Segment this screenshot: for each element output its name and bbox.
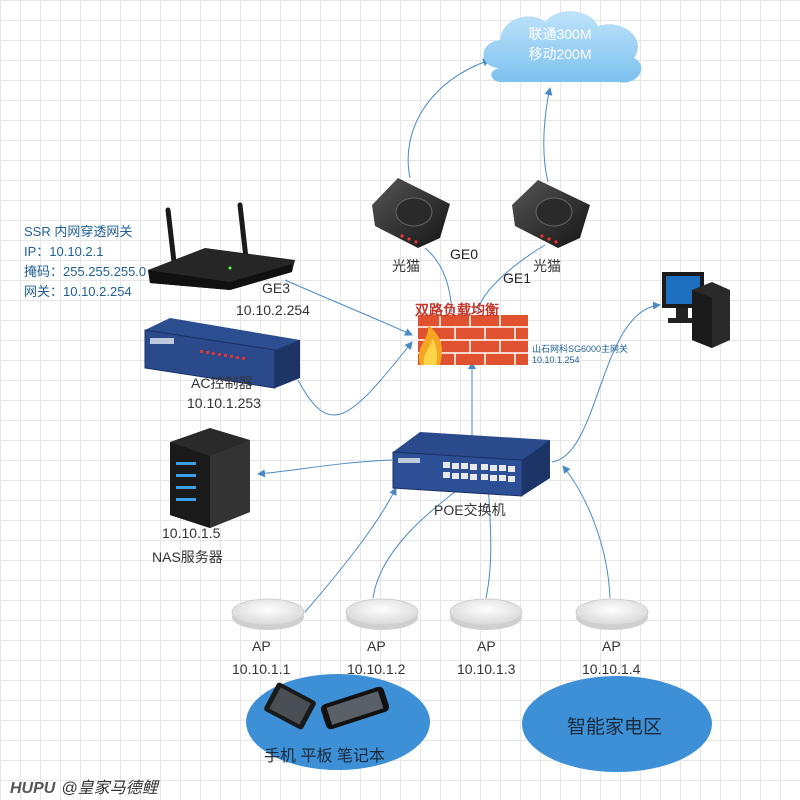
connection-lines bbox=[257, 58, 661, 613]
ap-2-label: AP bbox=[367, 638, 386, 654]
isp-mobile-label: 移动200M bbox=[528, 46, 592, 62]
ap-2-ip: 10.10.1.2 bbox=[347, 661, 406, 677]
watermark-brand: HUPU bbox=[10, 780, 56, 797]
router-ip: IP：10.10.2.1 bbox=[24, 244, 104, 259]
switch-name: POE交换机 bbox=[434, 502, 506, 518]
link-modem1-cloud bbox=[407, 58, 491, 179]
router-mask: 掩码：255.255.255.0 bbox=[24, 264, 147, 279]
port-ge3-label: GE3 bbox=[262, 280, 291, 296]
firewall-ip: 10.10.1.254 bbox=[532, 355, 580, 365]
firewall-name: 山石网科SG6000主网关 bbox=[532, 344, 629, 354]
link-router-fw bbox=[284, 279, 413, 336]
port-ge1-label: GE1 bbox=[503, 270, 532, 286]
ap-4-label: AP bbox=[602, 638, 621, 654]
link-ap3-switch bbox=[484, 479, 493, 599]
ap-1-icon bbox=[231, 598, 305, 630]
ap-1-ip: 10.10.1.1 bbox=[232, 661, 291, 677]
ap-3-icon bbox=[449, 598, 523, 630]
smart-home-label: 智能家电区 bbox=[567, 717, 663, 738]
tablet-icon bbox=[264, 682, 316, 730]
ap-1-label: AP bbox=[252, 638, 271, 654]
ac-ip: 10.10.1.253 bbox=[187, 395, 261, 411]
link-fw-ge1-modem2 bbox=[477, 244, 546, 313]
internet-cloud bbox=[483, 11, 642, 83]
ac-controller-icon bbox=[144, 318, 300, 389]
ac-name: AC控制器 bbox=[191, 375, 253, 391]
port-ge0-label: GE0 bbox=[450, 246, 479, 262]
ap-2-icon bbox=[345, 598, 419, 630]
optical-modem-1-icon bbox=[372, 178, 450, 248]
watermark: HUPU @皇家马德鲤 bbox=[10, 774, 158, 798]
wifi-router-icon bbox=[148, 202, 295, 290]
poe-switch-icon bbox=[392, 432, 550, 497]
modem-2-label: 光猫 bbox=[533, 258, 561, 274]
link-modem2-cloud bbox=[543, 87, 553, 183]
optical-modem-2-icon bbox=[512, 180, 590, 248]
router-ge3-ip: 10.10.2.254 bbox=[236, 302, 310, 318]
link-ap4-switch bbox=[562, 465, 611, 599]
clients-label: 手机 平板 笔记本 bbox=[264, 748, 385, 765]
nas-name: NAS服务器 bbox=[152, 549, 223, 565]
nas-ip: 10.10.1.5 bbox=[162, 525, 221, 541]
watermark-user: @皇家马德鲤 bbox=[61, 780, 158, 797]
desktop-pc-icon bbox=[662, 272, 730, 348]
smart-home-oval bbox=[522, 676, 712, 772]
ap-4-icon bbox=[575, 598, 649, 630]
modem-1-label: 光猫 bbox=[392, 258, 420, 274]
link-switch-nas bbox=[257, 459, 393, 478]
link-ap1-switch bbox=[304, 487, 397, 613]
smartphone-icon bbox=[320, 686, 390, 730]
ap-3-label: AP bbox=[477, 638, 496, 654]
firewall-icon bbox=[418, 315, 528, 365]
router-title: SSR 内网穿透网关 bbox=[24, 224, 133, 239]
nas-server-icon bbox=[170, 428, 250, 528]
link-switch-pc bbox=[551, 301, 661, 463]
cloud-label: 联通300M 移动200M bbox=[520, 24, 600, 64]
ap-3-ip: 10.10.1.3 bbox=[457, 661, 516, 677]
firewall-title: 双路负载均衡 bbox=[415, 302, 499, 318]
ap-4-ip: 10.10.1.4 bbox=[582, 661, 641, 677]
link-ac-fw bbox=[297, 341, 413, 416]
isp-unicom-label: 联通300M bbox=[528, 26, 592, 42]
link-fw-ge0-modem1 bbox=[424, 247, 453, 313]
router-info: SSR 内网穿透网关 IP：10.10.2.1 掩码：255.255.255.0… bbox=[24, 222, 146, 302]
router-gateway: 网关：10.10.2.254 bbox=[24, 284, 132, 299]
